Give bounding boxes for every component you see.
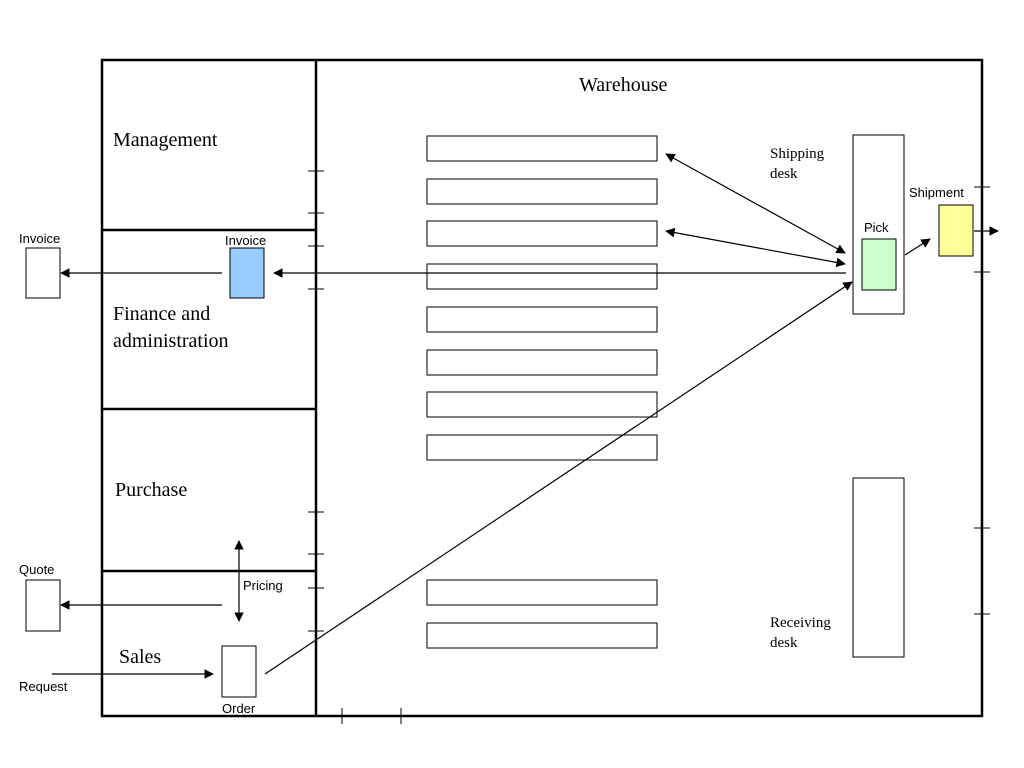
shipment-doc [938,204,974,257]
invoice-external-label: Invoice [19,231,60,246]
pricing-label: Pricing [243,578,283,593]
warehouse-label: Warehouse [579,74,667,96]
building-outline [100,58,984,718]
storage-rack [426,306,658,333]
invoice-internal-label: Invoice [225,233,266,248]
quote-label: Quote [19,562,54,577]
pick-rack1-arrow [665,153,846,254]
management-label: Management [113,129,218,151]
finance-label-line2: administration [113,330,229,352]
storage-rack [426,220,658,247]
quote-doc [25,579,61,632]
storage-rack [426,263,658,290]
storage-racks [426,135,658,649]
finance-label-line1: Finance and [113,303,210,325]
pick-doc [861,238,897,291]
shipping-desk-label-line2: desk [770,166,798,182]
purchase-label: Purchase [115,479,187,501]
storage-rack [426,349,658,376]
receiving-desk-label-line1: Receiving [770,615,831,631]
shipping-desk-label-line1: Shipping [770,146,825,162]
storage-rack [426,391,658,418]
receiving-desk-label-line2: desk [770,635,798,651]
storage-rack [426,178,658,205]
invoice-internal-doc [229,247,265,299]
order-to-pick-arrow [264,281,853,675]
order-label: Order [222,701,256,716]
pick-label: Pick [864,220,889,235]
shipment-label: Shipment [909,185,964,200]
receiving-desk [852,477,905,658]
storage-rack [426,622,658,649]
pick-to-shipment-arrow [904,238,931,256]
storage-rack [426,579,658,606]
sales-label: Sales [119,646,161,668]
door-ticks [308,170,990,724]
storage-rack [426,135,658,162]
pick-rack3-arrow [665,227,846,268]
request-label: Request [19,679,68,694]
invoice-external-doc [25,247,61,299]
order-doc [221,645,257,698]
storage-rack [426,434,658,461]
